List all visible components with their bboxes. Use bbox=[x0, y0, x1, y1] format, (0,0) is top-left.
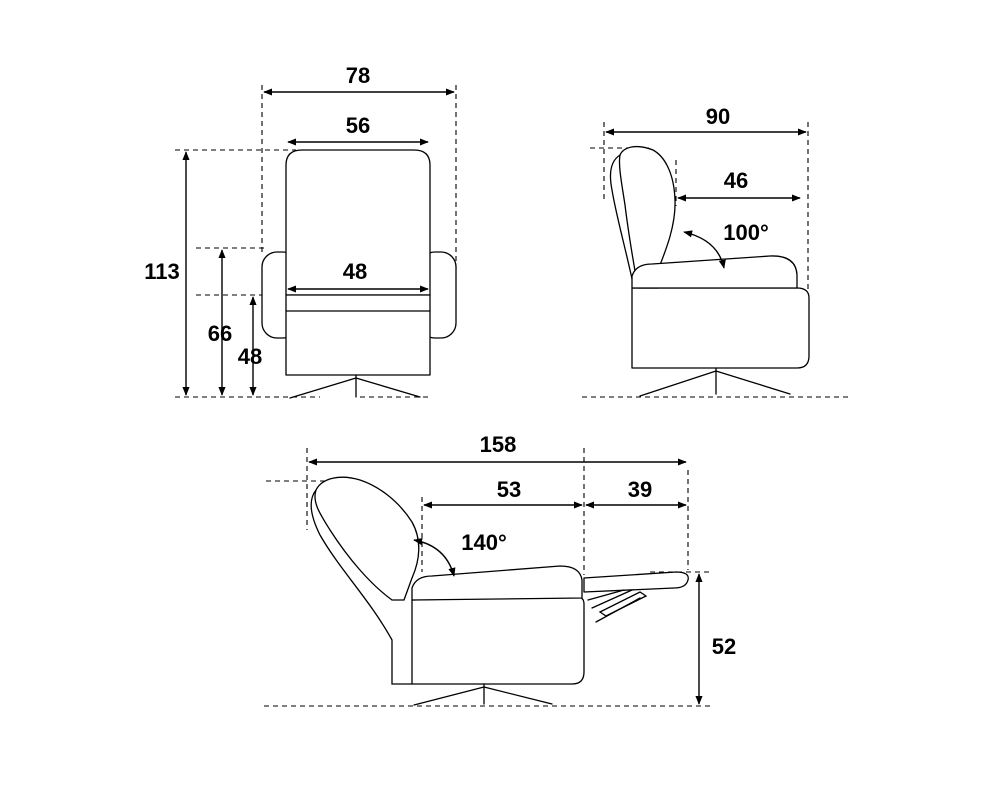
front-view: 78 56 48 113 66 48 bbox=[144, 63, 457, 399]
label-front-seat-width: 48 bbox=[343, 259, 367, 284]
label-front-overall-height: 113 bbox=[144, 259, 180, 284]
side-seat-base bbox=[631, 287, 810, 369]
front-swivel-base bbox=[289, 374, 421, 399]
reclined-view: 158 53 39 140° 52 bbox=[264, 432, 736, 707]
side-seat-cushion bbox=[631, 255, 798, 289]
label-reclined-footrest-height: 52 bbox=[712, 634, 736, 659]
label-front-overall-width: 78 bbox=[346, 63, 370, 88]
side-swivel-base bbox=[639, 367, 791, 397]
label-reclined-overall-length: 158 bbox=[480, 432, 517, 457]
reclined-backrest bbox=[314, 476, 420, 601]
label-front-seat-height: 48 bbox=[238, 344, 262, 369]
label-front-armrest-height: 66 bbox=[208, 321, 232, 346]
side-backrest bbox=[618, 145, 676, 289]
front-backrest bbox=[285, 149, 431, 296]
reclined-seat-cushion bbox=[411, 565, 583, 601]
label-side-seat-depth: 46 bbox=[724, 168, 748, 193]
reclined-footrest bbox=[583, 571, 689, 593]
label-reclined-footrest-length: 39 bbox=[628, 477, 652, 502]
label-side-back-angle: 100° bbox=[723, 220, 769, 245]
dim-side-back-angle bbox=[683, 230, 726, 269]
label-side-overall-depth: 90 bbox=[706, 104, 730, 129]
label-front-backrest-width: 56 bbox=[346, 113, 370, 138]
reclined-footrest-mechanism bbox=[587, 589, 648, 623]
label-reclined-seat-depth: 53 bbox=[497, 477, 521, 502]
label-reclined-back-angle: 140° bbox=[461, 530, 507, 555]
dim-reclined-back-angle bbox=[413, 537, 456, 577]
reclined-swivel-base bbox=[413, 683, 553, 706]
reclined-seat-base bbox=[411, 595, 585, 685]
front-seat-base bbox=[285, 294, 431, 376]
side-view: 90 46 100° bbox=[582, 104, 852, 398]
